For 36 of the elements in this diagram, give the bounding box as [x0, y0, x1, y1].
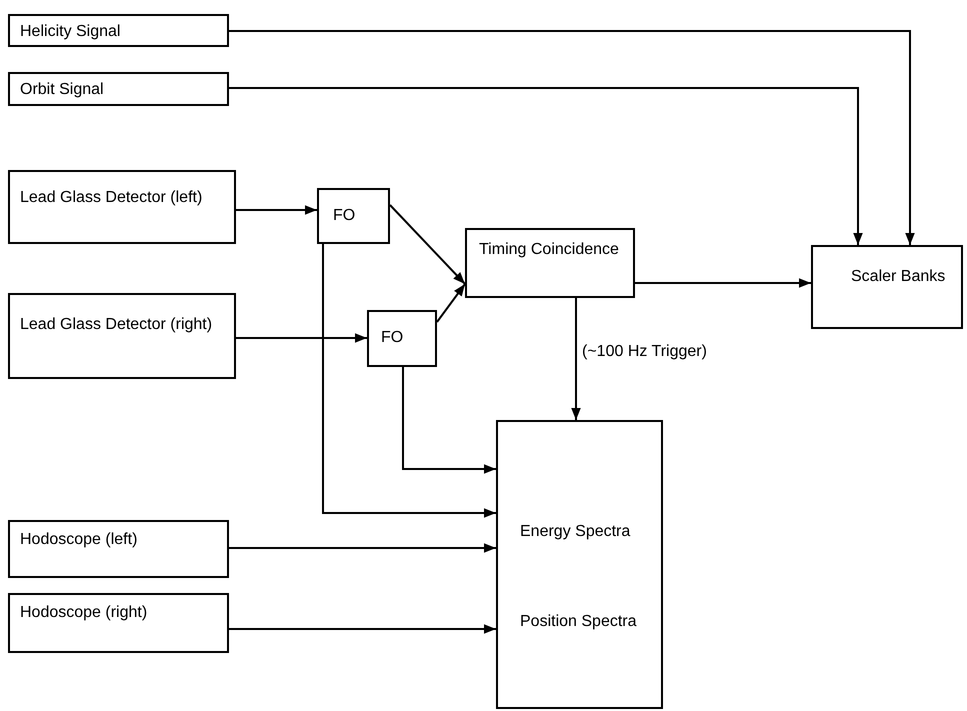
node-label: Position Spectra: [520, 612, 638, 632]
arrow: [229, 87, 863, 245]
process-box: [8, 520, 229, 578]
node-label: Helicity Signal: [20, 22, 122, 42]
arrow: [389, 204, 466, 285]
node-label: Timing Coincidence: [479, 240, 620, 260]
node-label: FO: [333, 206, 356, 226]
node-label: Scaler Banks: [851, 267, 946, 287]
arrow: [229, 543, 496, 553]
edge-label: (~100 Hz Trigger): [582, 342, 707, 362]
arrow: [436, 283, 466, 323]
node-label: Orbit Signal: [20, 80, 105, 100]
node-label: Lead Glass Detector (right): [20, 315, 214, 335]
process-box: [317, 188, 390, 244]
process-box: [496, 420, 663, 709]
arrow: [322, 244, 496, 518]
process-box: [367, 310, 437, 367]
process-box: [8, 14, 229, 47]
node-label: Hodoscope (left): [20, 530, 138, 550]
process-box: [8, 293, 236, 379]
node-label: Hodoscope (right): [20, 603, 148, 623]
arrow: [229, 30, 915, 245]
process-box: [8, 593, 229, 653]
arrow: [229, 624, 496, 634]
arrow: [236, 205, 317, 215]
arrow: [236, 333, 367, 343]
arrow: [635, 278, 811, 288]
arrow: [402, 367, 496, 474]
node-label: Energy Spectra: [520, 522, 632, 542]
process-box: [8, 170, 236, 244]
node-label: FO: [381, 328, 404, 348]
node-label: Lead Glass Detector (left): [20, 188, 204, 208]
process-box: [811, 245, 963, 329]
process-box: [8, 72, 229, 106]
arrow: [571, 298, 581, 420]
process-box: [465, 228, 635, 298]
